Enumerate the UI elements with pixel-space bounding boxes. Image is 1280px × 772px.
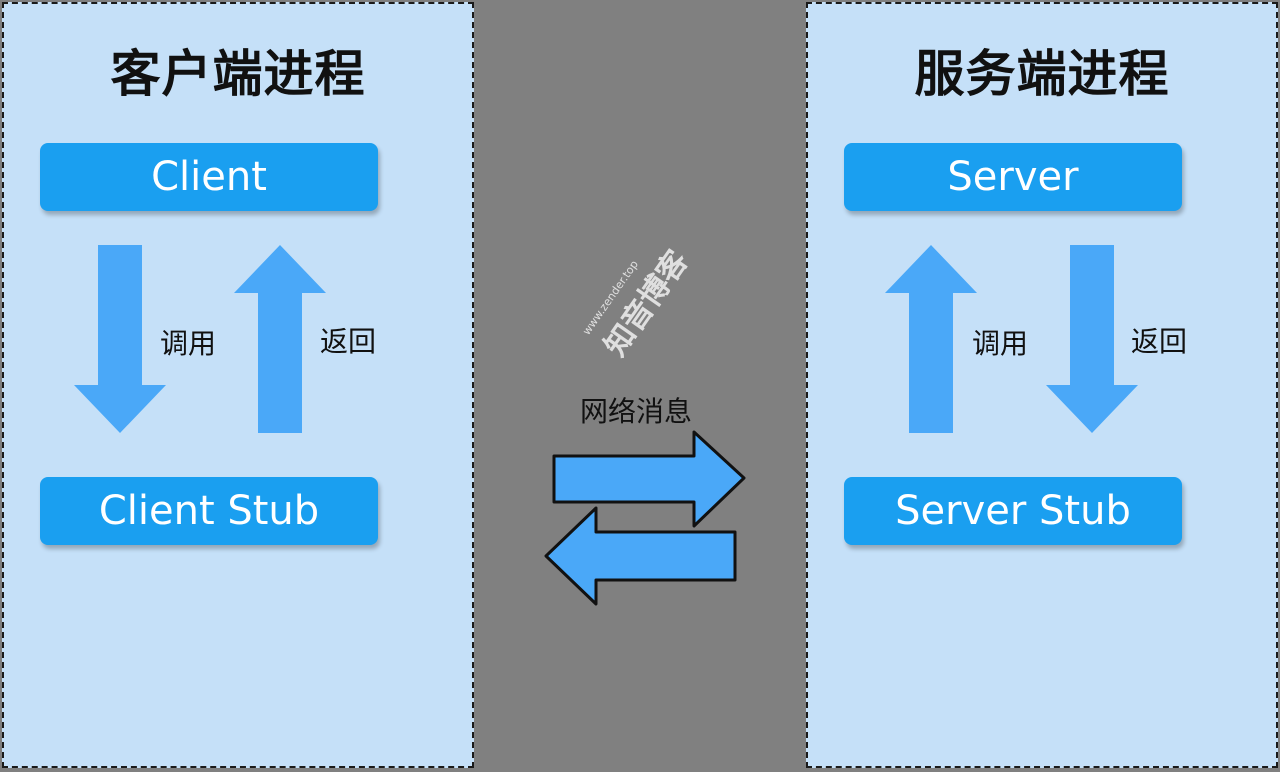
client-return-arrow-up <box>234 245 326 433</box>
server-return-arrow-down <box>1046 245 1138 433</box>
server-box: Server <box>844 143 1182 211</box>
client-call-arrow-down <box>74 245 166 433</box>
server-call-arrow-up <box>885 245 977 433</box>
network-arrow-left <box>544 506 737 606</box>
client-return-label: 返回 <box>320 325 377 358</box>
server-process-title: 服务端进程 <box>914 45 1170 103</box>
network-arrow-right <box>552 430 746 528</box>
server-return-label: 返回 <box>1131 325 1188 358</box>
server-call-label: 调用 <box>972 327 1029 360</box>
client-box: Client <box>40 143 378 211</box>
server-process-panel: 服务端进程 <box>806 2 1278 768</box>
server-stub-box: Server Stub <box>844 477 1182 545</box>
network-message-label: 网络消息 <box>580 395 693 428</box>
client-stub-box: Client Stub <box>40 477 378 545</box>
client-process-title: 客户端进程 <box>110 45 366 103</box>
client-call-label: 调用 <box>160 327 217 360</box>
